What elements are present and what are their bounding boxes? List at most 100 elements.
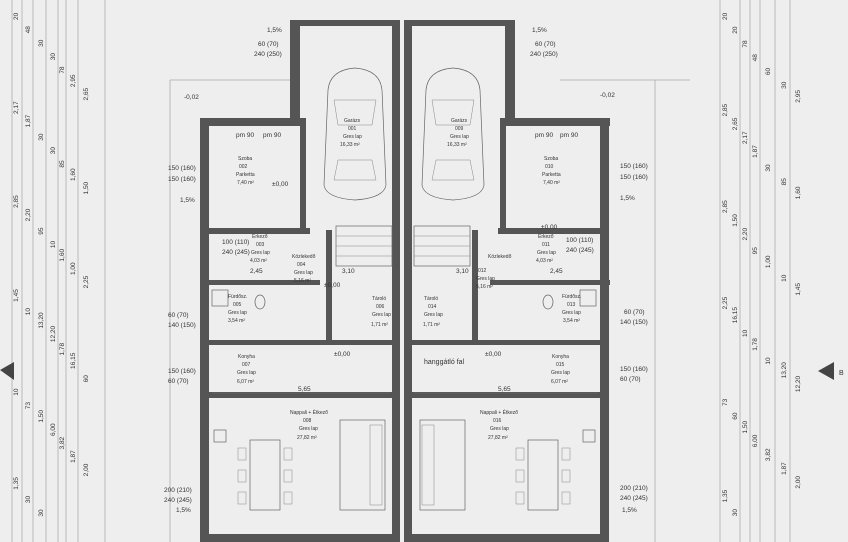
dim-label: 85 xyxy=(781,178,788,186)
level-left: ±0,00 xyxy=(272,181,289,188)
door-left-a: 100 (110) xyxy=(222,239,249,246)
dim-label: 73 xyxy=(722,398,729,406)
dim-label: 16,15 xyxy=(70,352,77,369)
slope-bot-right: 1,5% xyxy=(622,507,637,514)
level-right: ±0,00 xyxy=(541,224,558,231)
svg-text:3,54 m²: 3,54 m² xyxy=(563,318,580,324)
dim-label: 78 xyxy=(59,66,66,74)
svg-text:Gres lap: Gres lap xyxy=(537,250,556,256)
slope-bot-left: 1,5% xyxy=(176,507,191,514)
room-label-bath-right: Fürdősz. 013 Gres lap 3,54 m² xyxy=(562,294,581,324)
room-label-bath-left: Fürdősz. 005 Gres lap 3,54 m² xyxy=(228,294,247,324)
svg-text:Gres lap: Gres lap xyxy=(476,276,495,282)
dim-label: 1,87 xyxy=(781,462,788,475)
dim-label: 2,85 xyxy=(722,200,729,213)
dim-label: 78 xyxy=(742,40,749,48)
win-left-4b: 240 (245) xyxy=(164,497,192,504)
stairs-left xyxy=(335,225,393,267)
dim-label: 20 xyxy=(13,12,20,20)
room-label-entry-right: Érkező 011 Gres lap 4,03 m² xyxy=(536,233,556,264)
room-label-garage-left: Garázs 001 Gres lap 16,33 m² xyxy=(340,118,362,148)
win-top-right-a: 60 (70) xyxy=(535,41,556,48)
room-label-entry-left: Érkező 003 Gres lap 4,03 m² xyxy=(250,233,270,264)
dim-label: 12,20 xyxy=(50,325,57,342)
sofa-right xyxy=(419,419,466,511)
svg-text:4,03 m²: 4,03 m² xyxy=(250,258,267,264)
dim-label: 10 xyxy=(765,357,772,365)
door-left-b: 240 (245) xyxy=(222,249,250,256)
slope-top-right: 1,5% xyxy=(532,27,547,34)
svg-text:Parketta: Parketta xyxy=(542,172,561,178)
dim-label: 1,87 xyxy=(752,145,759,158)
win-left-3a: 150 (160) xyxy=(168,368,196,375)
car-left-icon xyxy=(323,67,387,201)
dim-label: 10 xyxy=(50,241,57,249)
dim-label: 1,45 xyxy=(13,289,20,302)
svg-text:Gres lap: Gres lap xyxy=(551,370,570,376)
dim-label: 1,45 xyxy=(795,283,802,296)
dim-label: 30 xyxy=(765,164,772,172)
win-left-1a: 150 (160) xyxy=(168,165,196,172)
svg-text:006: 006 xyxy=(376,304,385,310)
svg-text:Garázs: Garázs xyxy=(344,118,361,124)
svg-text:Garázs: Garázs xyxy=(451,118,468,124)
dim-label: 2,00 xyxy=(83,463,90,476)
dim-label: 1,50 xyxy=(732,214,739,227)
svg-text:Szoba: Szoba xyxy=(238,156,252,162)
svg-text:010: 010 xyxy=(545,164,554,170)
svg-text:Szoba: Szoba xyxy=(544,156,558,162)
svg-text:005: 005 xyxy=(233,302,242,308)
svg-text:Gres lap: Gres lap xyxy=(562,310,581,316)
dim-label: 1,87 xyxy=(70,450,77,463)
dim-label: 10 xyxy=(781,274,788,282)
dim-label: 1,78 xyxy=(59,342,66,355)
stairs-right xyxy=(413,225,471,267)
dim-label: 10 xyxy=(25,308,32,316)
dim-label: 48 xyxy=(25,26,32,34)
svg-text:Közlekedő: Közlekedő xyxy=(488,254,512,260)
dim-label: 6,00 xyxy=(752,434,759,447)
dim-310-left: 3,10 xyxy=(342,268,355,275)
win-left-4a: 200 (210) xyxy=(164,487,192,494)
svg-text:Parketta: Parketta xyxy=(236,172,255,178)
svg-text:003: 003 xyxy=(256,242,265,248)
dim-label: 30 xyxy=(38,39,45,47)
svg-text:Gres lap: Gres lap xyxy=(251,250,270,256)
dim-label: 2,65 xyxy=(83,87,90,100)
win-left-2b: 140 (150) xyxy=(168,322,196,329)
win-right-4b: 240 (245) xyxy=(620,495,648,502)
dim-label: 30 xyxy=(25,496,32,504)
pm-left-1: pm 90 xyxy=(236,132,254,139)
svg-text:Gres lap: Gres lap xyxy=(490,426,509,432)
pm-right-1: pm 90 xyxy=(535,132,553,139)
win-right-4a: 200 (210) xyxy=(620,485,648,492)
dining-table-right xyxy=(515,439,571,511)
win-right-1b: 150 (160) xyxy=(620,174,648,181)
room-label-garage-right: Garázs 009 Gres lap 16,33 m² xyxy=(447,118,469,148)
svg-text:008: 008 xyxy=(303,418,312,424)
svg-text:Fürdősz.: Fürdősz. xyxy=(228,294,247,300)
svg-text:16,33 m²: 16,33 m² xyxy=(447,142,467,148)
room-label-kitchen-left: Konyha 007 Gres lap 6,07 m² xyxy=(237,354,256,385)
room-label-hall-right: Közlekedő 012 Gres lap 5,16 m² xyxy=(476,254,512,290)
svg-text:27,82 m²: 27,82 m² xyxy=(297,435,317,441)
dim-label: 1,00 xyxy=(70,262,77,275)
dim-310-right: 3,10 xyxy=(456,268,469,275)
win-right-2b: 140 (150) xyxy=(620,319,648,326)
win-left-1b: 150 (160) xyxy=(168,176,196,183)
dim-label: 2,17 xyxy=(13,101,20,114)
dim-label: 13,20 xyxy=(781,362,788,379)
win-right-3b: 60 (70) xyxy=(620,376,641,383)
svg-text:27,82 m²: 27,82 m² xyxy=(488,435,508,441)
dim-label: 60 xyxy=(83,375,90,383)
svg-text:Gres lap: Gres lap xyxy=(237,370,256,376)
svg-text:Nappali + Étkező: Nappali + Étkező xyxy=(290,409,328,416)
dimension-chain-left: 20483030782,952,652,171,873030851,601,50… xyxy=(13,12,90,516)
dim-label: 6,00 xyxy=(50,423,57,436)
dim-label: 1,60 xyxy=(795,186,802,199)
svg-text:001: 001 xyxy=(348,126,357,132)
dim-label: 2,25 xyxy=(83,275,90,288)
dim-label: 1,00 xyxy=(765,255,772,268)
win-top-left-a: 60 (70) xyxy=(258,41,279,48)
dim-label: 1,50 xyxy=(38,410,45,423)
